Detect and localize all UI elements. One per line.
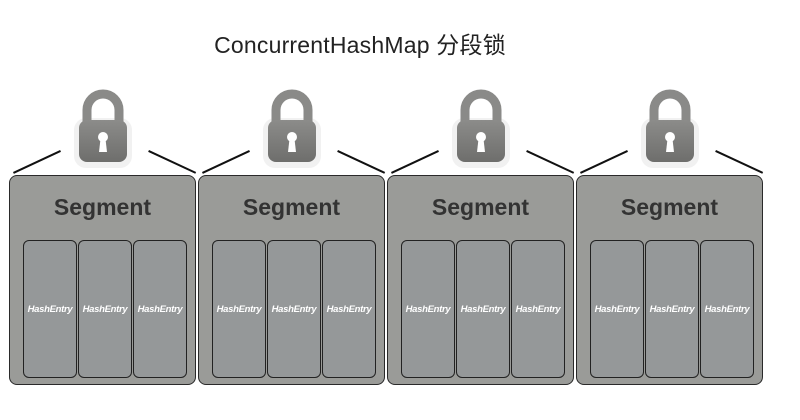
hash-entry-label: HashEntry xyxy=(704,303,750,315)
hash-entry-list: HashEntry HashEntry HashEntry xyxy=(23,240,188,378)
connector-line xyxy=(715,150,764,174)
lock-icon xyxy=(260,86,324,170)
hash-entry-list: HashEntry HashEntry HashEntry xyxy=(212,240,377,378)
hash-entry: HashEntry xyxy=(133,240,187,378)
hash-entry: HashEntry xyxy=(590,240,644,378)
connector-line xyxy=(148,150,197,174)
lock-icon xyxy=(638,86,702,170)
hash-entry-label: HashEntry xyxy=(515,303,561,315)
hash-entry: HashEntry xyxy=(267,240,321,378)
connector-line xyxy=(13,150,61,174)
hash-entry-label: HashEntry xyxy=(216,303,262,315)
connector-line xyxy=(526,150,575,174)
hash-entry: HashEntry xyxy=(645,240,699,378)
connector-line xyxy=(580,150,628,174)
hash-entry: HashEntry xyxy=(23,240,77,378)
hash-entry: HashEntry xyxy=(456,240,510,378)
hash-entry: HashEntry xyxy=(212,240,266,378)
hash-entry-label: HashEntry xyxy=(271,303,317,315)
connector-line xyxy=(391,150,439,174)
hash-entry: HashEntry xyxy=(700,240,754,378)
hash-entry-label: HashEntry xyxy=(137,303,183,315)
hash-entry: HashEntry xyxy=(78,240,132,378)
segment-label: Segment xyxy=(53,194,152,220)
segment-label: Segment xyxy=(431,194,530,220)
hash-entry-list: HashEntry HashEntry HashEntry xyxy=(590,240,755,378)
hash-entry-label: HashEntry xyxy=(460,303,506,315)
segment-label: Segment xyxy=(620,194,719,220)
hash-entry-label: HashEntry xyxy=(594,303,640,315)
lock-icon xyxy=(449,86,513,170)
lock-icon xyxy=(71,86,135,170)
hash-entry-label: HashEntry xyxy=(27,303,73,315)
hash-entry: HashEntry xyxy=(401,240,455,378)
hash-entry-label: HashEntry xyxy=(405,303,451,315)
connector-line xyxy=(202,150,250,174)
segment-label: Segment xyxy=(242,194,341,220)
hash-entry: HashEntry xyxy=(322,240,376,378)
connector-line xyxy=(337,150,386,174)
hash-entry: HashEntry xyxy=(511,240,565,378)
hash-entry-label: HashEntry xyxy=(82,303,128,315)
hash-entry-list: HashEntry HashEntry HashEntry xyxy=(401,240,566,378)
diagram-title: ConcurrentHashMap 分段锁 xyxy=(214,32,506,58)
hash-entry-label: HashEntry xyxy=(649,303,695,315)
hash-entry-label: HashEntry xyxy=(326,303,372,315)
